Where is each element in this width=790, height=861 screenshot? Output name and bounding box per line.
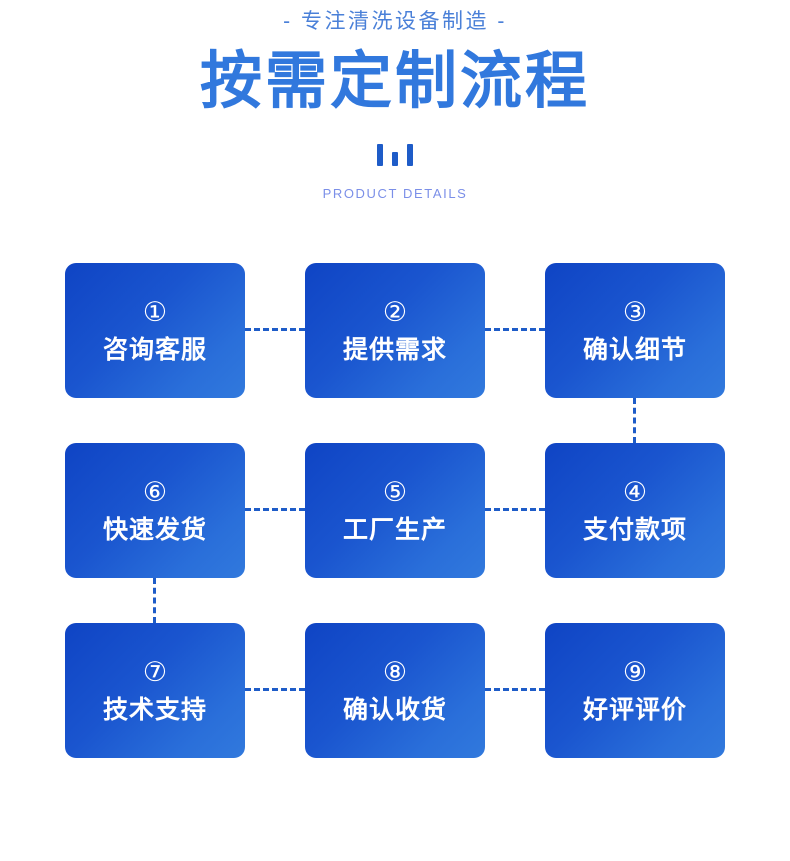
step-label-6: 快速发货	[102, 515, 207, 544]
connector-4-to-5	[485, 508, 545, 511]
flow-gap-2	[65, 578, 725, 623]
step-label-2: 提供需求	[342, 335, 447, 364]
flow-row-2: ⑥ 快速发货 ⑤ 工厂生产 ④ 支付款项	[65, 443, 725, 578]
connector-7-to-8	[245, 688, 305, 691]
step-number-1: ①	[142, 296, 168, 327]
step-number-2: ②	[382, 296, 408, 327]
step-box-9[interactable]: ⑨ 好评评价	[545, 623, 725, 758]
step-number-4: ④	[622, 476, 648, 507]
step-label-7: 技术支持	[102, 695, 207, 724]
connector-6-to-7	[153, 578, 156, 623]
flow-row-1: ① 咨询客服 ② 提供需求 ③ 确认细节	[65, 263, 725, 398]
step-label-3: 确认细节	[582, 335, 687, 364]
step-box-3[interactable]: ③ 确认细节	[545, 263, 725, 398]
step-label-1: 咨询客服	[102, 335, 207, 364]
step-box-2[interactable]: ② 提供需求	[305, 263, 485, 398]
connector-2-to-3	[485, 328, 545, 331]
bar-right-icon	[407, 144, 413, 166]
process-flow-diagram: ① 咨询客服 ② 提供需求 ③ 确认细节 ⑥ 快速发货	[65, 263, 725, 758]
step-number-6: ⑥	[142, 476, 168, 507]
step-box-6[interactable]: ⑥ 快速发货	[65, 443, 245, 578]
step-number-5: ⑤	[382, 476, 408, 507]
page-header: - 专注清洗设备制造 - 按需定制流程 PRODUCT DETAILS	[0, 0, 790, 201]
step-box-1[interactable]: ① 咨询客服	[65, 263, 245, 398]
connector-5-to-6	[245, 508, 305, 511]
step-label-9: 好评评价	[582, 695, 687, 724]
page-title: 按需定制流程	[199, 47, 590, 116]
bar-middle-icon	[392, 152, 398, 166]
step-number-8: ⑧	[382, 656, 408, 687]
step-box-8[interactable]: ⑧ 确认收货	[305, 623, 485, 758]
bars-decoration-icon	[0, 140, 790, 166]
header-tagline: - 专注清洗设备制造 -	[283, 10, 507, 33]
flow-gap-1	[65, 398, 725, 443]
connector-1-to-2	[245, 328, 305, 331]
flow-row-3: ⑦ 技术支持 ⑧ 确认收货 ⑨ 好评评价	[65, 623, 725, 758]
step-number-9: ⑨	[622, 656, 648, 687]
step-number-7: ⑦	[142, 656, 168, 687]
step-number-3: ③	[622, 296, 648, 327]
step-label-4: 支付款项	[582, 515, 687, 544]
step-box-7[interactable]: ⑦ 技术支持	[65, 623, 245, 758]
sub-caption: PRODUCT DETAILS	[322, 186, 468, 201]
step-label-5: 工厂生产	[342, 515, 447, 544]
connector-8-to-9	[485, 688, 545, 691]
step-label-8: 确认收货	[342, 695, 447, 724]
step-box-5[interactable]: ⑤ 工厂生产	[305, 443, 485, 578]
bar-left-icon	[377, 144, 383, 166]
step-box-4[interactable]: ④ 支付款项	[545, 443, 725, 578]
connector-3-to-4	[633, 398, 636, 443]
